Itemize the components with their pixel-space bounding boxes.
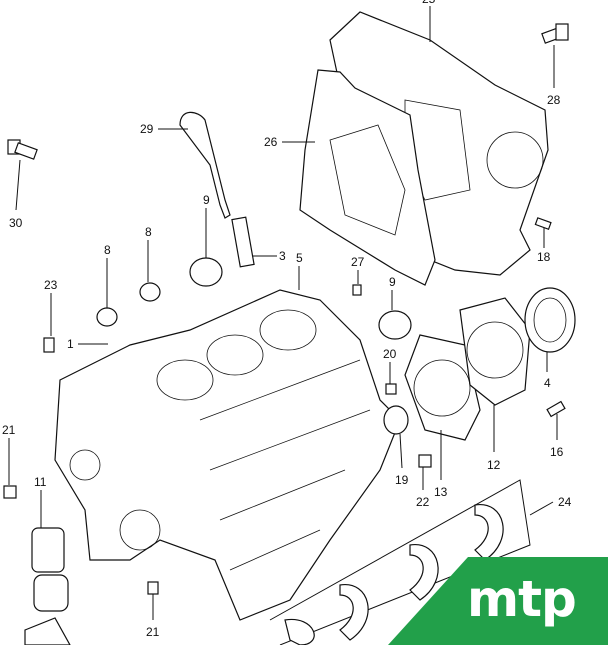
label-18: 18 — [537, 250, 551, 264]
plug-part-22 — [418, 454, 432, 468]
label-23: 23 — [44, 278, 58, 292]
bolt-part-28 — [541, 23, 569, 44]
label-9b: 9 — [389, 275, 396, 289]
plug-part-8b — [96, 307, 118, 327]
plug-part-19 — [383, 405, 409, 435]
label-11: 11 — [34, 475, 47, 489]
bolt-part-16 — [546, 400, 566, 418]
label-16: 16 — [550, 445, 564, 459]
label-13: 13 — [434, 485, 448, 499]
logo-text: mtp — [467, 570, 576, 628]
label-28: 28 — [547, 93, 561, 107]
label-19: 19 — [395, 473, 409, 487]
leader-lines — [8, 6, 558, 620]
pin-part-18 — [534, 217, 552, 230]
cylinder-block-part-5 — [54, 289, 401, 621]
bearings-part-24 — [269, 479, 531, 645]
label-8b: 8 — [104, 243, 111, 257]
label-4: 4 — [544, 376, 551, 390]
label-8: 8 — [145, 225, 152, 239]
pin-part-20 — [385, 383, 397, 395]
plug-part-9b — [378, 310, 412, 340]
label-26: 26 — [264, 135, 278, 149]
label-3: 3 — [279, 249, 286, 263]
mtp-logo-watermark: mtp — [388, 557, 608, 645]
screw-part-23 — [43, 337, 55, 353]
label-21: 21 — [2, 423, 16, 437]
label-25: 25 — [422, 0, 436, 6]
label-20: 20 — [383, 347, 397, 361]
label-12: 12 — [487, 458, 501, 472]
part-number-labels: 25 28 29 26 30 9 8 3 5 18 27 8 23 9 1 20… — [2, 0, 572, 639]
label-5: 5 — [296, 251, 303, 265]
bushing-part-11 — [24, 527, 71, 645]
housing-part-12 — [459, 297, 531, 406]
pin-part-27 — [352, 284, 362, 296]
label-22: 22 — [416, 495, 430, 509]
label-9: 9 — [203, 193, 210, 207]
label-24: 24 — [558, 495, 572, 509]
pin-part-21 — [3, 485, 17, 499]
dipstick-part-29 — [179, 111, 255, 268]
label-21b: 21 — [146, 625, 160, 639]
label-1: 1 — [67, 337, 74, 351]
pin-part-21b — [147, 581, 159, 595]
label-27: 27 — [351, 255, 365, 269]
bolt-part-30 — [7, 139, 38, 160]
plug-part-8 — [139, 282, 161, 302]
gasket-part-26 — [299, 69, 436, 286]
label-30: 30 — [9, 216, 23, 230]
label-29: 29 — [140, 122, 154, 136]
oil-seal-part-4 — [524, 287, 576, 353]
plug-part-9 — [189, 257, 223, 287]
